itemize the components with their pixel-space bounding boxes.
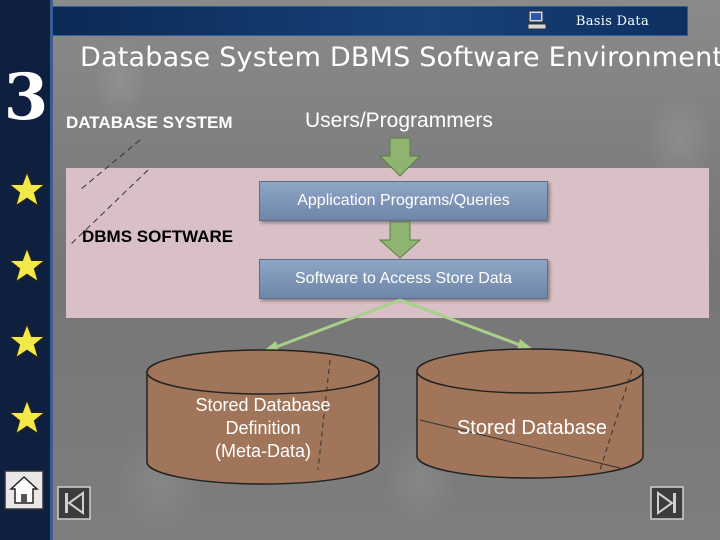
left-sidebar-edge bbox=[50, 0, 53, 540]
star-icon bbox=[8, 170, 46, 208]
top-header-bar: Basis Data bbox=[52, 6, 688, 36]
stored-database-label: Stored Database bbox=[456, 417, 608, 439]
computer-icon bbox=[527, 10, 547, 30]
cylinder-left-line: (Meta-Data) bbox=[214, 441, 312, 461]
last-slide-icon[interactable] bbox=[650, 486, 684, 520]
home-icon[interactable] bbox=[4, 470, 44, 510]
chapter-number: 3 bbox=[3, 60, 49, 135]
dbms-software-label: DBMS SOFTWARE bbox=[82, 227, 234, 246]
database-system-label: DATABASE SYSTEM bbox=[66, 113, 233, 132]
slide-title: Database System DBMS Software Environmen… bbox=[80, 42, 720, 73]
first-slide-icon[interactable] bbox=[57, 486, 91, 520]
star-icon bbox=[8, 246, 46, 284]
star-icon bbox=[8, 398, 46, 436]
users-programmers-label: Users/Programmers bbox=[305, 109, 493, 132]
software-access-box: Software to Access Store Data bbox=[259, 259, 548, 299]
application-programs-box: Application Programs/Queries bbox=[259, 181, 548, 221]
course-label: Basis Data bbox=[575, 14, 649, 29]
cylinder-left-line: Stored Database bbox=[195, 395, 331, 415]
star-icon bbox=[8, 322, 46, 360]
cylinder-left-line: Definition bbox=[225, 418, 301, 438]
stored-database-definition-label: Stored Database Definition (Meta-Data) bbox=[160, 394, 366, 463]
